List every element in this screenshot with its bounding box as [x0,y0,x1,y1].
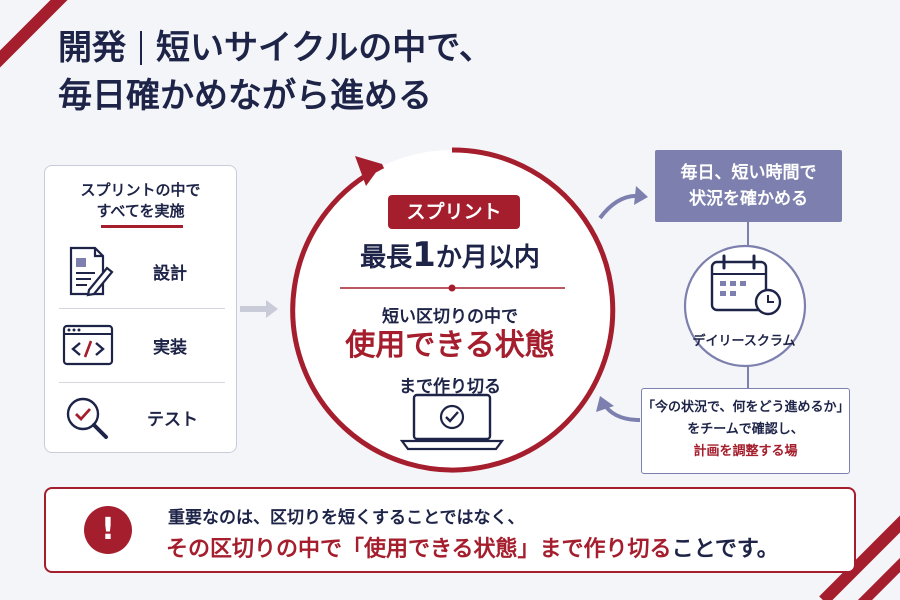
daily-scrum-box-line2: 状況を確かめる [689,189,808,209]
sprint-divider-dot [448,284,456,292]
code-window-icon [59,318,117,372]
sprint-sub1: 短い区切りの中で [382,307,518,327]
activity-design-label: 設計 [153,263,187,284]
title-part2: 短いサイクルの中で、 [156,28,493,68]
page-title: 開発 短いサイクルの中で、 毎日確かめながら進める [58,24,658,120]
daily-scrum-quote: 「今の状況で、何をどう進めるか」 をチームで確認し、 計画を調整する場 [641,388,850,474]
activities-heading: スプリントの中で すべてを実施 [45,180,236,222]
activity-implementation-label: 実装 [153,337,187,358]
banner-line2: その区切りの中で「使用できる状態」まで作り切ることです。 [166,531,779,563]
sprint-duration-prefix: 最長 [360,243,413,273]
key-message-banner: ! 重要なのは、区切りを短くすることではなく、 その区切りの中で「使用できる状態… [44,487,856,573]
activities-heading-line2: すべてを実施 [96,202,185,220]
heading-underline [101,225,183,228]
title-line2: 毎日確かめながら進める [58,76,432,116]
sprint-cycle-ring [290,147,616,473]
sprint-duration: 最長1か月以内 [330,237,570,276]
title-separator [140,31,142,65]
divider [59,308,225,309]
arrow-to-daily-scrum [598,186,648,220]
sprint-circle-background [292,150,612,470]
sprint-sub2: まで作り切る [399,377,501,397]
daily-scrum-box-line1: 毎日、短い時間で [680,163,817,183]
banner-line2-end: ことです。 [671,537,779,562]
sprint-duration-suffix: か月以内 [435,243,540,273]
arrow-to-sprint [240,300,278,318]
daily-scrum-label: デイリースクラム [692,334,796,349]
activity-implementation: 実装 [59,314,227,376]
activity-test-label: テスト [147,409,198,430]
laptop-check-icon [399,393,505,451]
activities-panel: スプリントの中で すべてを実施 設計 [44,165,237,453]
magnifier-check-icon [59,390,117,444]
sprint-duration-number: 1 [412,235,436,275]
activity-test: テスト [59,386,227,448]
activity-design: 設計 [59,240,227,302]
banner-line1: 重要なのは、区切りを短くすることではなく、 [168,508,525,528]
divider [59,382,225,383]
exclamation-icon: ! [84,506,132,554]
sprint-badge: スプリント [388,195,520,229]
banner-line2-highlight: その区切りの中で「使用できる状態」まで作り切る [166,537,672,562]
quote-line3: 計画を調整する場 [693,444,798,459]
quote-line2: をチームで確認し、 [687,422,804,437]
quote-line1: 「今の状況で、何をどう進めるか」 [642,400,850,415]
daily-scrum-box: 毎日、短い時間で 状況を確かめる [655,150,842,222]
sprint-main: 使用できる状態 [345,328,555,363]
arrow-back-to-sprint [596,396,641,422]
document-pencil-icon [59,244,117,298]
calendar-clock-icon [710,254,782,316]
title-part1: 開発 [58,28,126,68]
sprint-cycle-arrowhead [355,156,382,186]
activities-heading-line1: スプリントの中で [80,181,201,199]
